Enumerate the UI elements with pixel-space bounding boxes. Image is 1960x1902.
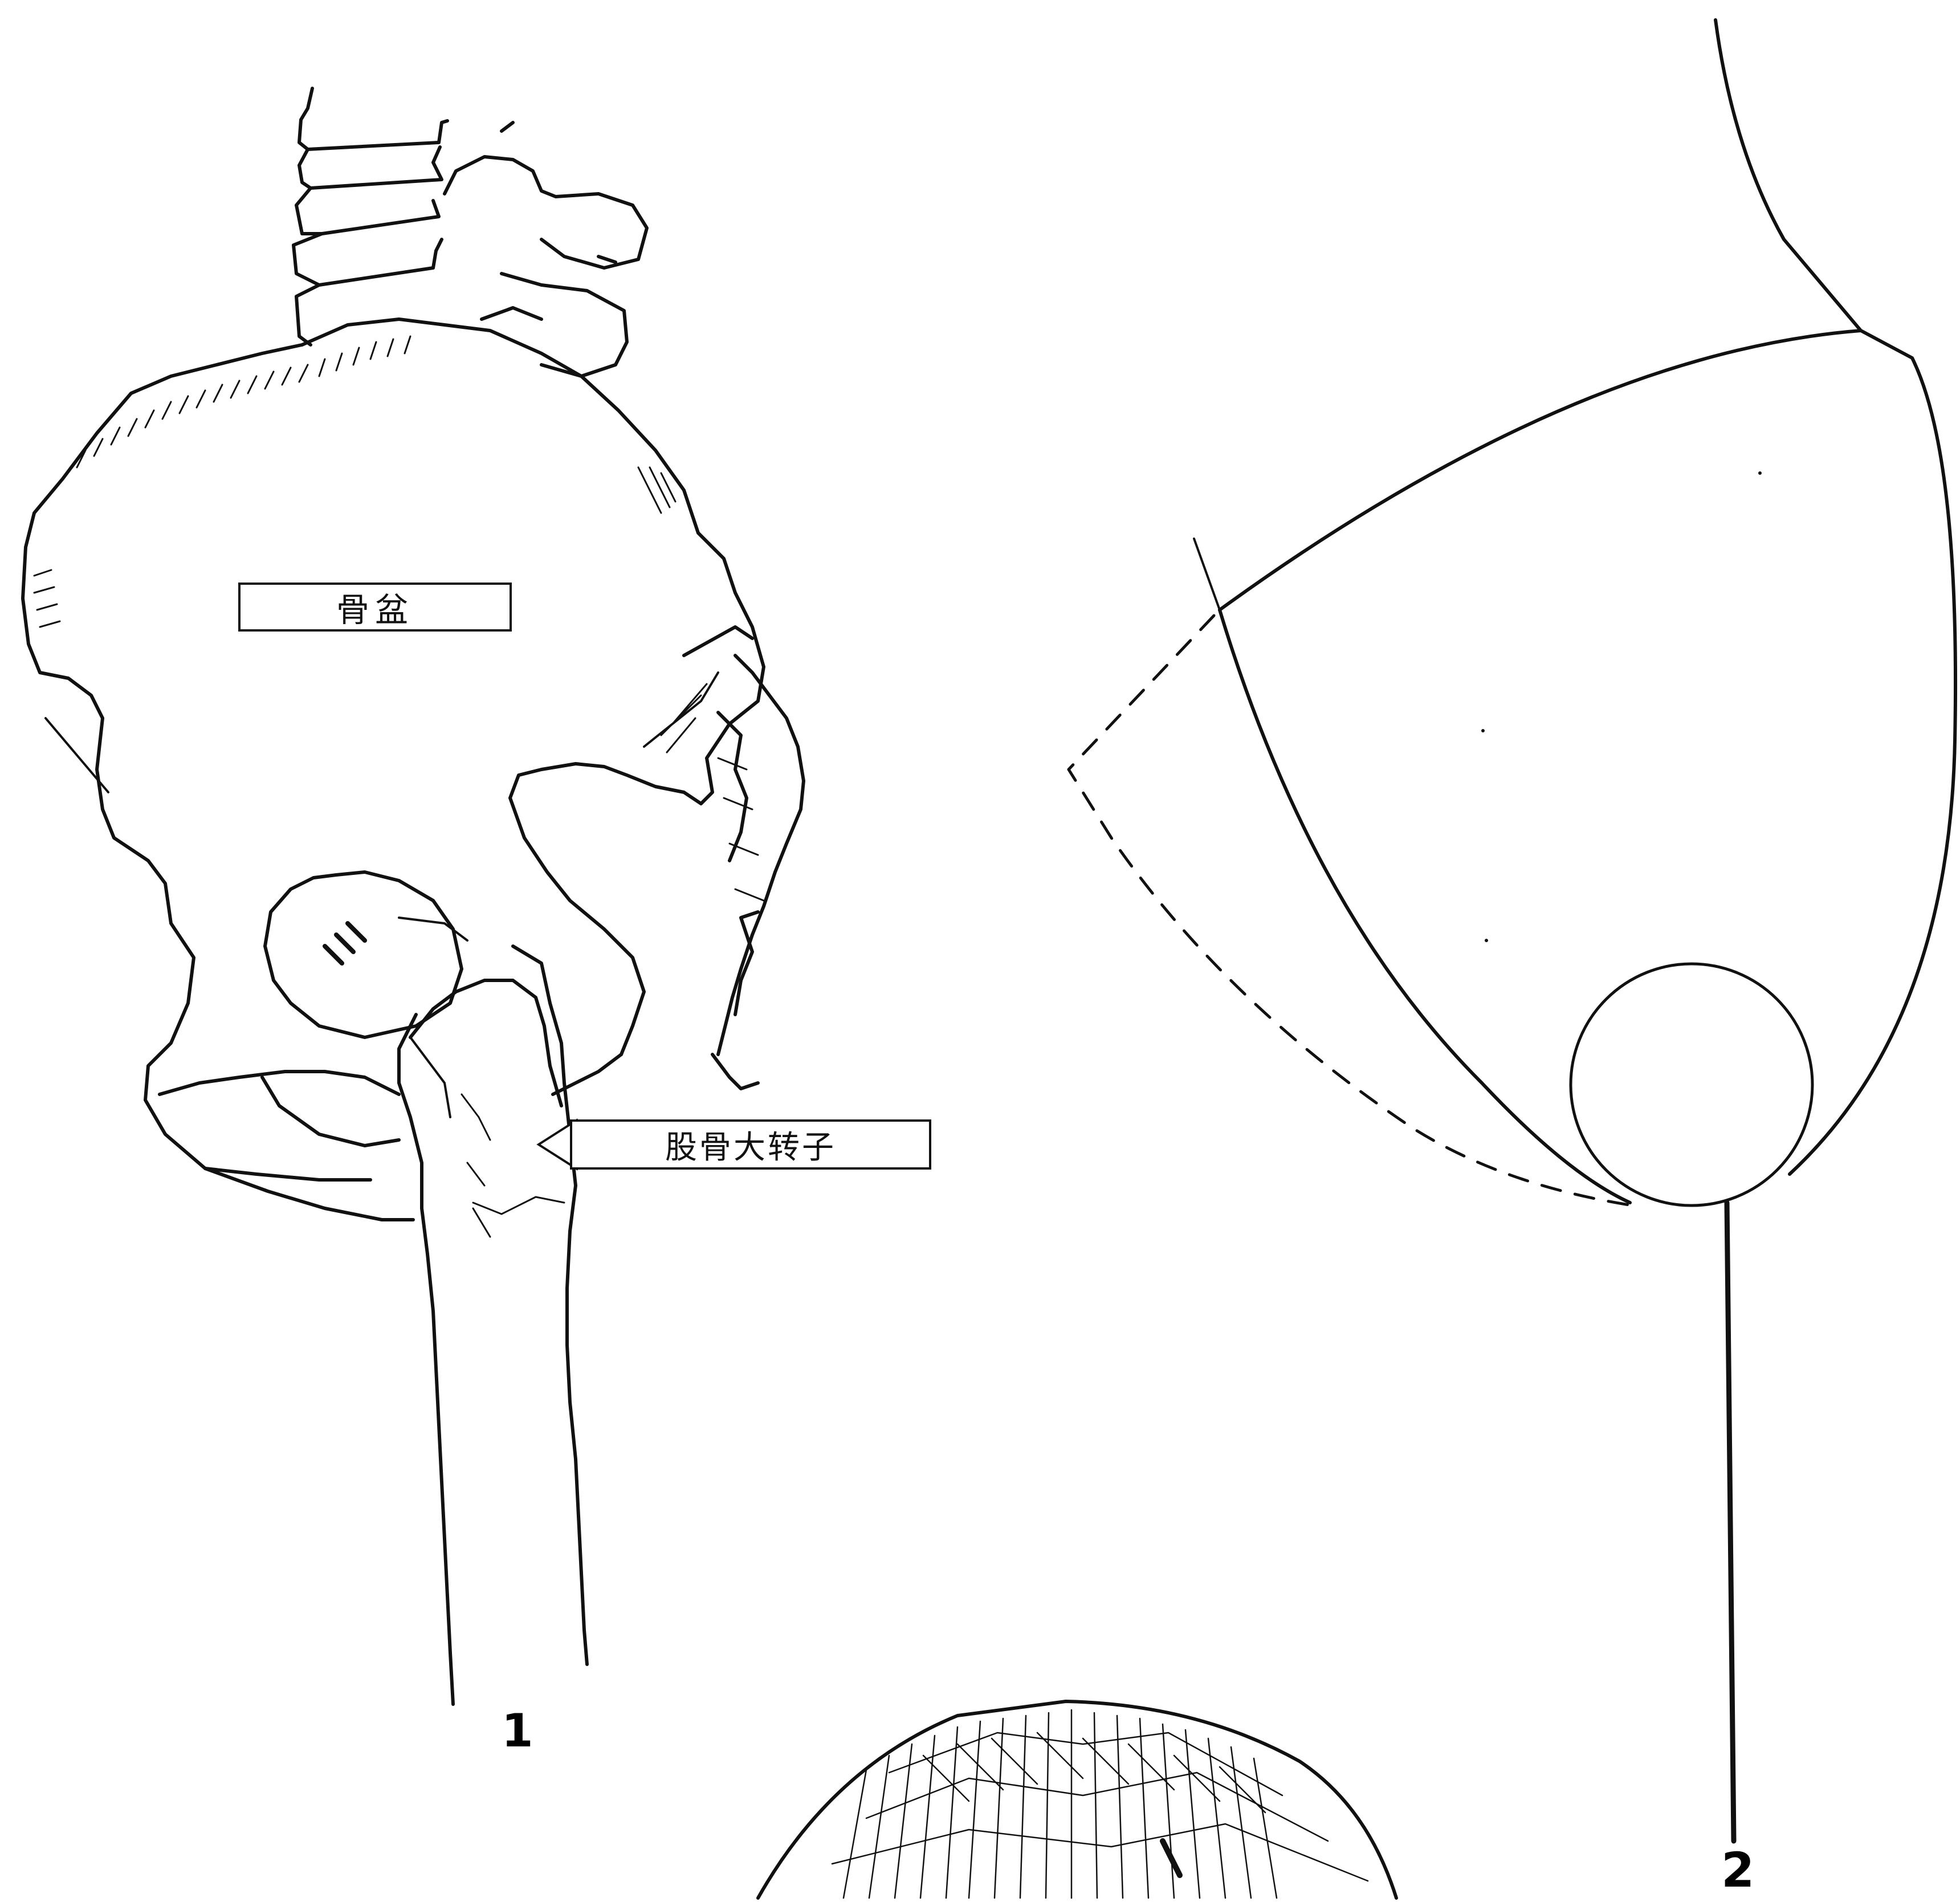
figure-number-1: 1 (502, 1704, 533, 1757)
greater-trochanter-label: 股骨大转子 (570, 1119, 931, 1170)
sacrum-coccyx-drawing (712, 655, 804, 1089)
figure-number-2: 2 (1721, 1842, 1754, 1898)
bottom-hatched-figure (758, 1701, 1396, 1898)
buttock-diagram (1069, 20, 1955, 1841)
pelvis-label: 骨盆 (238, 583, 512, 632)
pelvis-drawing (23, 88, 764, 1220)
